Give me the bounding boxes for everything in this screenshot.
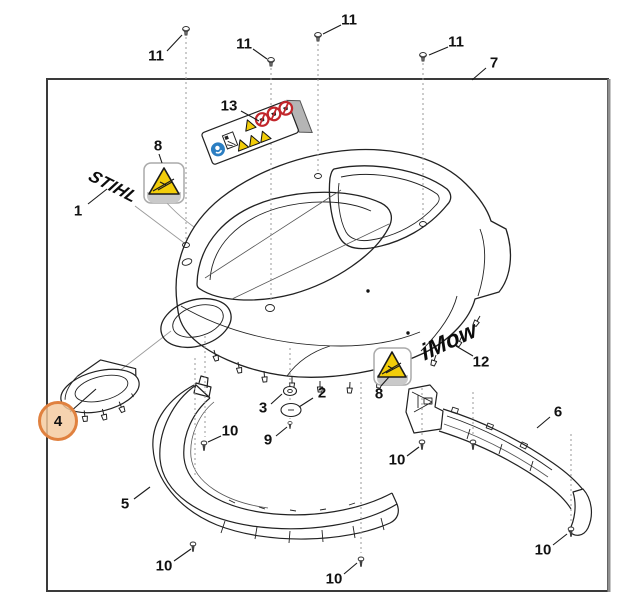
callout-4[interactable]: 4 bbox=[38, 401, 78, 441]
leader-line bbox=[380, 376, 390, 387]
callout-11[interactable]: 11 bbox=[341, 11, 357, 29]
read-manual-icon bbox=[210, 142, 225, 157]
leader-line bbox=[240, 110, 260, 122]
rear-bumper-part-6[interactable] bbox=[405, 384, 593, 536]
callout-1[interactable]: 1 bbox=[73, 202, 83, 220]
callout-7[interactable]: 7 bbox=[489, 54, 499, 72]
leader-line bbox=[173, 548, 192, 562]
callout-13[interactable]: 13 bbox=[220, 97, 238, 115]
warning-label-part-8-right[interactable] bbox=[373, 347, 412, 386]
callout-3[interactable]: 3 bbox=[258, 399, 268, 417]
screw-part-10[interactable] bbox=[189, 439, 575, 568]
callout-9[interactable]: 9 bbox=[263, 431, 273, 449]
leader-line bbox=[428, 46, 449, 56]
leader-line bbox=[133, 486, 151, 500]
leader-lines bbox=[69, 24, 568, 575]
warning-triangle-icon bbox=[148, 167, 180, 195]
callout-10[interactable]: 10 bbox=[534, 541, 552, 559]
callout-11[interactable]: 11 bbox=[448, 33, 464, 51]
screw-part-9[interactable] bbox=[287, 421, 293, 430]
leader-line bbox=[343, 562, 358, 575]
guide-lines bbox=[185, 37, 572, 553]
manual-book-icon bbox=[221, 131, 239, 150]
callout-5[interactable]: 5 bbox=[120, 495, 130, 513]
callout-11[interactable]: 11 bbox=[148, 47, 164, 65]
callout-8[interactable]: 8 bbox=[374, 385, 384, 403]
leader-line bbox=[166, 34, 183, 52]
warning-triangle-icon bbox=[377, 351, 407, 378]
front-bumper-part-5[interactable] bbox=[152, 375, 399, 544]
hood-part-1[interactable] bbox=[155, 148, 512, 394]
leader-line bbox=[471, 67, 487, 81]
callout-6[interactable]: 6 bbox=[553, 403, 563, 421]
screw-part-11[interactable] bbox=[182, 26, 427, 67]
leader-line bbox=[455, 345, 474, 357]
callout-10[interactable]: 10 bbox=[325, 570, 343, 588]
disc-part-2[interactable] bbox=[280, 402, 302, 418]
leader-line bbox=[275, 426, 288, 437]
callout-10[interactable]: 10 bbox=[221, 422, 239, 440]
leader-line bbox=[406, 446, 420, 457]
warning-label-part-8-left[interactable] bbox=[143, 162, 185, 204]
cover-part-4[interactable] bbox=[54, 352, 146, 429]
safety-sticker-part-13[interactable] bbox=[201, 96, 313, 170]
callout-8[interactable]: 8 bbox=[153, 137, 163, 155]
callout-10[interactable]: 10 bbox=[388, 451, 406, 469]
leader-line bbox=[322, 24, 342, 35]
callout-11[interactable]: 11 bbox=[236, 35, 252, 53]
leader-line bbox=[270, 393, 283, 405]
leader-line bbox=[536, 416, 551, 429]
callout-10[interactable]: 10 bbox=[155, 557, 173, 575]
washer-part-3[interactable] bbox=[282, 385, 298, 397]
callout-12[interactable]: 12 bbox=[472, 353, 490, 371]
callout-2[interactable]: 2 bbox=[317, 384, 327, 402]
leader-line bbox=[552, 533, 568, 546]
leader-line bbox=[252, 48, 268, 60]
leader-line bbox=[87, 188, 108, 205]
leader-line bbox=[207, 435, 222, 443]
leader-line bbox=[69, 388, 97, 413]
leader-line bbox=[158, 153, 163, 164]
frame-border bbox=[46, 78, 611, 592]
leader-line bbox=[298, 397, 314, 408]
